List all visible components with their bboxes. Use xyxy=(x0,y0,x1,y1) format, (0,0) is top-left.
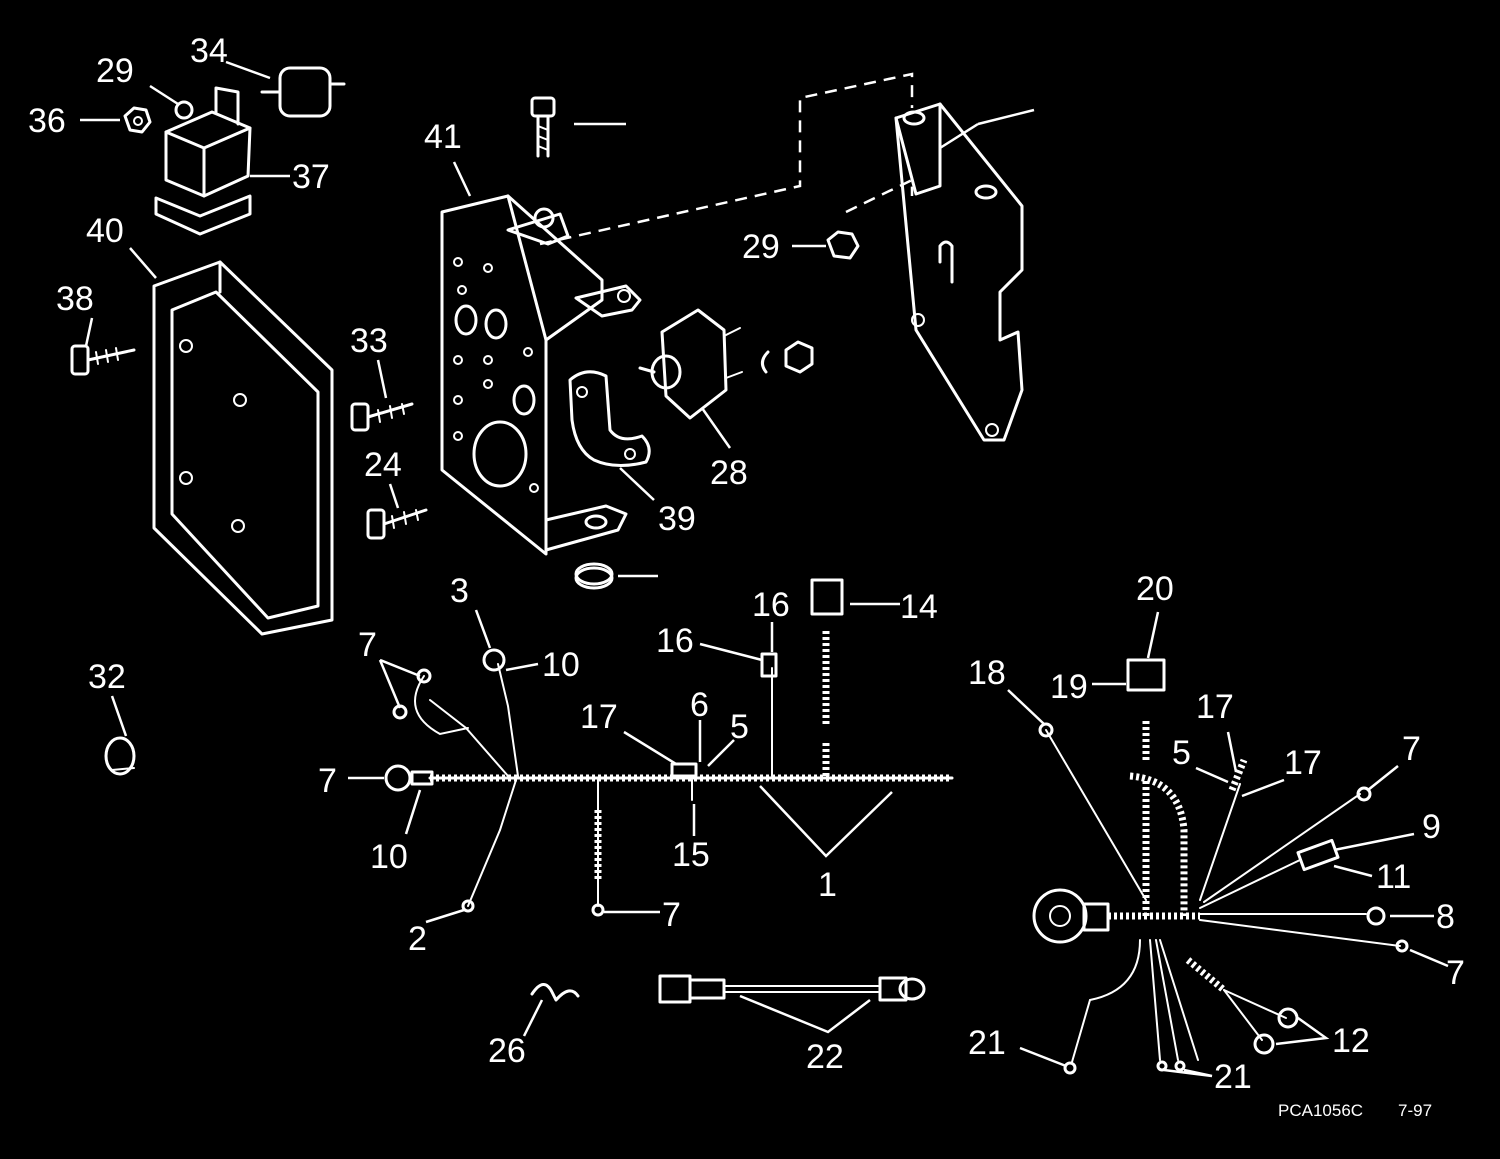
callout-17-right-lower: 17 xyxy=(1284,744,1322,782)
callout-10-bottom: 10 xyxy=(370,838,408,876)
callout-12: 12 xyxy=(1332,1022,1370,1060)
callout-32: 34 xyxy=(190,32,228,70)
callout-1: 1 xyxy=(818,866,837,904)
part-41-bolt xyxy=(530,96,556,158)
callout-29: 29 xyxy=(96,52,134,90)
alignment-line-lower xyxy=(845,178,914,214)
diagram-date: 7-97 xyxy=(1398,1101,1432,1120)
callout-38: 41 xyxy=(424,118,462,156)
callout-18: 18 xyxy=(968,654,1006,692)
callout-21-left: 21 xyxy=(968,1024,1006,1062)
part-33-nut xyxy=(123,106,152,134)
part-24-screw xyxy=(366,508,428,540)
callout-26: 26 xyxy=(488,1032,526,1070)
leader-lines xyxy=(80,60,1449,1078)
callout-5-main: 5 xyxy=(730,708,749,746)
part-38-mounting-bracket xyxy=(440,194,642,556)
callout-16: 16 xyxy=(752,586,790,624)
callout-7-right-bottom: 7 xyxy=(1446,954,1465,992)
right-wire-harness xyxy=(1032,658,1409,1075)
callout-24: 24 xyxy=(364,446,402,484)
callout-15: 16 xyxy=(656,622,694,660)
part-39-grommet xyxy=(574,562,614,590)
callout-28: 28 xyxy=(710,454,748,492)
callout-34: 37 xyxy=(292,158,330,196)
callout-36: 38 xyxy=(56,280,94,318)
diagram-code: PCA1056C xyxy=(1278,1101,1363,1120)
alignment-line-upper xyxy=(539,72,914,246)
part-1-wire-harness xyxy=(384,578,954,917)
callout-31: 33 xyxy=(350,322,388,360)
callout-9: 9 xyxy=(1422,808,1441,846)
callout-30: 32 xyxy=(88,658,126,696)
part-34-relay xyxy=(154,86,252,236)
callout-11: 11 xyxy=(1376,858,1411,896)
callout-labels: 36 29 34 37 40 38 41 29 33 24 28 39 32 3… xyxy=(28,32,1465,1096)
part-25-nut xyxy=(826,230,860,260)
callout-20: 20 xyxy=(1136,570,1174,608)
callout-13: 14 xyxy=(900,588,938,626)
part-28-switch xyxy=(638,308,814,420)
callout-5-right: 5 xyxy=(1172,734,1191,772)
callout-37: 40 xyxy=(86,212,124,250)
part-26-clip xyxy=(530,983,580,1002)
part-22-jumper-harness xyxy=(658,974,926,1004)
callout-6: 6 xyxy=(690,686,709,724)
part-36-screw xyxy=(70,344,136,376)
callout-8: 8 xyxy=(1436,898,1455,936)
part-32-rubber-mount xyxy=(260,66,346,118)
part-35-clamp xyxy=(568,370,651,467)
part-31-screw xyxy=(350,402,414,432)
callout-25: 29 xyxy=(742,228,780,266)
callout-19: 19 xyxy=(1050,668,1088,706)
part-37-cover xyxy=(152,260,334,636)
callout-7-right-top: 7 xyxy=(1402,730,1421,768)
part-30-hose-clamp xyxy=(104,736,136,776)
callout-17-main: 17 xyxy=(580,698,618,736)
callout-22: 22 xyxy=(806,1038,844,1076)
callout-14: 15 xyxy=(672,836,710,874)
part-29-washer xyxy=(174,100,194,120)
callout-2: 2 xyxy=(408,920,427,958)
callout-7-left: 7 xyxy=(318,762,337,800)
part-40-bracket-plate xyxy=(894,102,1024,442)
callout-7-bottom: 7 xyxy=(662,896,681,934)
callout-35: 39 xyxy=(658,500,696,538)
callout-33: 36 xyxy=(28,102,66,140)
callout-21-right: 21 xyxy=(1214,1058,1252,1096)
callout-10-top: 10 xyxy=(542,646,580,684)
callout-7-top-left: 7 xyxy=(358,626,377,664)
callout-17-right-upper: 17 xyxy=(1196,688,1234,726)
callout-3: 3 xyxy=(450,572,469,610)
